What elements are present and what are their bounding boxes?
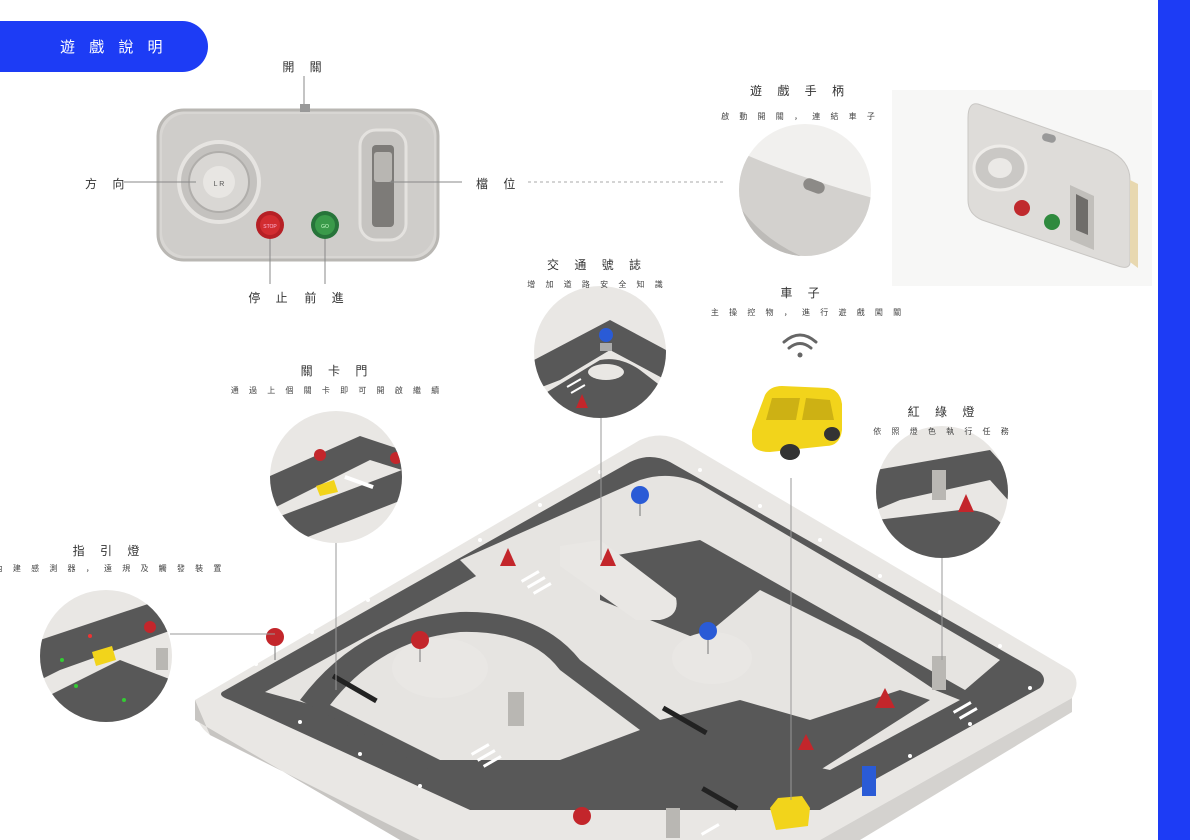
direction-label: 方 向: [85, 177, 131, 191]
stop-label: 停 止: [248, 291, 294, 305]
traffic-sign-desc: 增 加 道 路 安 全 知 識: [527, 280, 667, 289]
gamepad-render: [892, 90, 1152, 286]
gate-desc: 通 過 上 個 關 卡 即 可 開 啟 繼 續: [230, 386, 444, 395]
stop-button-text: STOP: [263, 224, 277, 230]
car-desc: 主 操 控 物 ， 進 行 遊 戲 闖 關: [710, 308, 906, 317]
gamepad-desc: 啟 動 開 關 ， 連 結 車 子: [721, 112, 879, 121]
right-accent-bar: [1158, 0, 1190, 840]
car-render: [752, 386, 842, 460]
page-title: 遊 戲 說 明: [0, 21, 208, 72]
traffic-sign-title: 交 通 號 誌: [546, 258, 648, 272]
guide-light-detail-circle: [40, 590, 172, 722]
gamepad-detail-circle: [739, 124, 871, 256]
go-button-text: GO: [321, 224, 329, 230]
forward-label: 前 進: [304, 291, 350, 305]
dial-text: L R: [214, 181, 225, 188]
traffic-light-detail-circle: [876, 426, 1008, 558]
gate-detail-circle: [270, 411, 402, 543]
traffic-light-title: 紅 綠 燈: [907, 405, 981, 419]
controller-illustration: L R STOP GO: [156, 104, 440, 262]
car-title: 車 子: [780, 286, 826, 300]
gate-title: 關 卡 門: [300, 364, 374, 378]
gamepad-title: 遊 戲 手 柄: [749, 84, 851, 98]
board-signs: [266, 486, 895, 825]
switch-label: 開 關: [282, 60, 328, 74]
game-board: [194, 435, 1077, 840]
wifi-icon: [782, 333, 818, 358]
gear-label: 檔 位: [476, 177, 522, 191]
guide-light-title: 指 引 燈: [72, 544, 146, 558]
guide-light-desc: 內 建 感 測 器 ， 遠 規 及 觸 發 裝 置: [0, 564, 226, 573]
traffic-light-desc: 依 照 燈 色 執 行 任 務: [873, 427, 1013, 436]
traffic-sign-detail-circle: [534, 286, 666, 418]
